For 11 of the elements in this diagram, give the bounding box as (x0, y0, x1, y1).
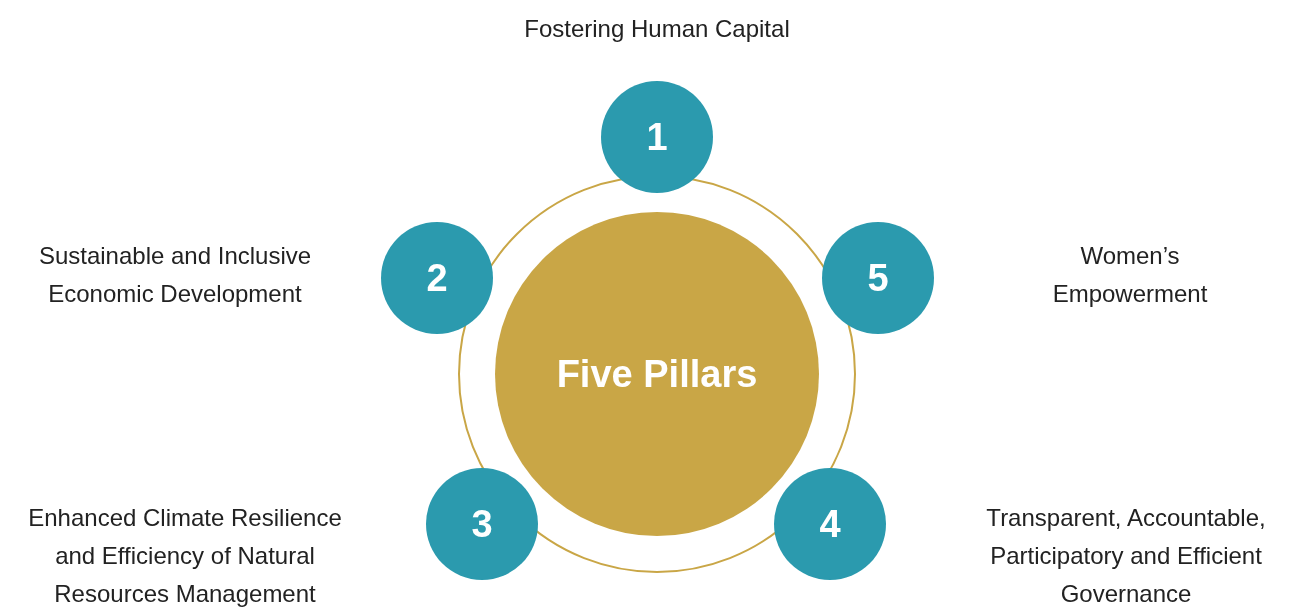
pillar-label: Sustainable and Inclusive Economic Development (37, 241, 313, 309)
pillar-label: Fostering Human Capital (523, 14, 791, 44)
pillar-number: 5 (867, 255, 889, 301)
pillar-label: Transparent, Accountable, Participatory and Efficient Governance (985, 503, 1267, 609)
pillar-number: 1 (646, 114, 668, 160)
title-text: Five Pillars (556, 352, 758, 397)
pillar-label: Women’s Empowerment (1051, 241, 1209, 309)
pillar-number: 2 (426, 255, 448, 301)
pillar-number: 3 (471, 501, 493, 547)
pillar-label: Enhanced Climate Resilience and Efficiency of Natural Resources Management (27, 503, 343, 609)
pillar-number: 4 (819, 501, 841, 547)
